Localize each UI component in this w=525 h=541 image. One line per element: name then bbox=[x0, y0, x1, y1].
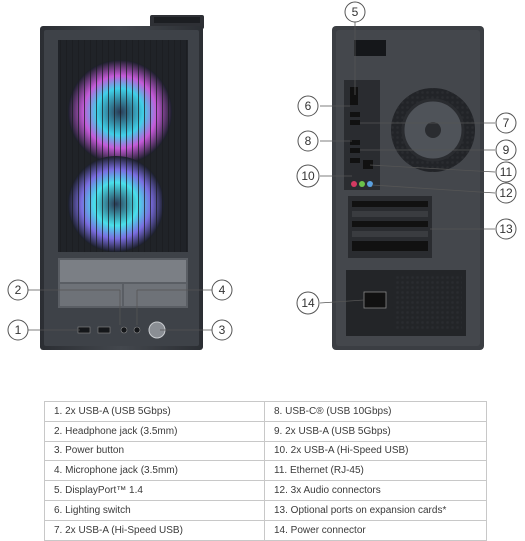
svg-text:8: 8 bbox=[305, 134, 312, 148]
legend-cell: 1. 2x USB-A (USB 5Gbps) bbox=[44, 401, 265, 422]
svg-text:1: 1 bbox=[15, 323, 22, 337]
table-row: 3. Power button 10. 2x USB-A (Hi-Speed U… bbox=[44, 440, 487, 462]
legend-cell: 6. Lighting switch bbox=[44, 499, 265, 521]
callout-11: 11 bbox=[495, 161, 517, 183]
usb-a-port-icon bbox=[97, 326, 111, 334]
legend-cell: 8. USB-C® (USB 10Gbps) bbox=[264, 401, 487, 422]
svg-text:6: 6 bbox=[305, 99, 312, 113]
callout-8: 8 bbox=[297, 130, 319, 152]
power-connector-icon bbox=[363, 291, 387, 309]
legend-cell: 3. Power button bbox=[44, 440, 265, 462]
ethernet-port-icon bbox=[363, 160, 373, 169]
callout-12: 12 bbox=[495, 182, 517, 204]
svg-text:11: 11 bbox=[500, 165, 513, 179]
table-row: 7. 2x USB-A (Hi-Speed USB) 14. Power con… bbox=[44, 519, 487, 541]
legend-cell: 11. Ethernet (RJ-45) bbox=[264, 460, 487, 482]
legend-cell: 10. 2x USB-A (Hi-Speed USB) bbox=[264, 440, 487, 462]
svg-text:7: 7 bbox=[503, 116, 510, 130]
table-row: 4. Microphone jack (3.5mm) 11. Ethernet … bbox=[44, 460, 487, 482]
audio-jack-icon bbox=[133, 326, 141, 334]
svg-text:10: 10 bbox=[301, 169, 315, 183]
legend-cell: 14. Power connector bbox=[264, 519, 487, 541]
callout-14: 14 bbox=[296, 291, 320, 315]
callout-13: 13 bbox=[495, 218, 517, 240]
svg-text:4: 4 bbox=[219, 283, 226, 297]
svg-text:12: 12 bbox=[499, 186, 513, 200]
legend-cell: 5. DisplayPort™ 1.4 bbox=[44, 480, 265, 501]
table-row: 5. DisplayPort™ 1.4 12. 3x Audio connect… bbox=[44, 480, 487, 501]
legend-cell: 4. Microphone jack (3.5mm) bbox=[44, 460, 265, 482]
legend-cell: 7. 2x USB-A (Hi-Speed USB) bbox=[44, 519, 265, 541]
svg-text:9: 9 bbox=[503, 143, 510, 157]
svg-text:2: 2 bbox=[15, 283, 22, 297]
legend-table: 1. 2x USB-A (USB 5Gbps) 8. USB-C® (USB 1… bbox=[44, 401, 487, 541]
svg-text:3: 3 bbox=[219, 323, 226, 337]
legend-cell: 2. Headphone jack (3.5mm) bbox=[44, 420, 265, 442]
pc-tower-diagram: 1 2 3 4 5 6 7 8 9 10 11 12 13 14 bbox=[7, 1, 517, 350]
callout-7: 7 bbox=[495, 112, 517, 134]
legend-cell: 13. Optional ports on expansion cards* bbox=[264, 499, 487, 521]
callout-5: 5 bbox=[344, 1, 366, 23]
svg-text:5: 5 bbox=[352, 5, 359, 19]
rear-view bbox=[332, 26, 484, 350]
legend-cell: 9. 2x USB-A (USB 5Gbps) bbox=[264, 420, 487, 442]
legend-cell: 12. 3x Audio connectors bbox=[264, 480, 487, 501]
callout-10: 10 bbox=[296, 164, 320, 188]
svg-text:14: 14 bbox=[301, 296, 315, 310]
callouts: 1 2 3 4 5 6 7 8 9 10 11 12 13 14 bbox=[7, 1, 517, 341]
table-row: 1. 2x USB-A (USB 5Gbps) 8. USB-C® (USB 1… bbox=[44, 401, 487, 422]
audio-jack-icon bbox=[120, 326, 128, 334]
callout-4: 4 bbox=[211, 279, 233, 301]
table-row: 2. Headphone jack (3.5mm) 9. 2x USB-A (U… bbox=[44, 420, 487, 442]
front-view bbox=[40, 15, 204, 350]
table-row: 6. Lighting switch 13. Optional ports on… bbox=[44, 499, 487, 521]
callout-3: 3 bbox=[211, 319, 233, 341]
io-shield bbox=[344, 80, 380, 190]
callout-9: 9 bbox=[495, 139, 517, 161]
callout-6: 6 bbox=[297, 95, 319, 117]
svg-text:13: 13 bbox=[499, 222, 513, 236]
callout-lines bbox=[26, 22, 496, 331]
callout-2: 2 bbox=[7, 279, 29, 301]
callout-1: 1 bbox=[7, 319, 29, 341]
